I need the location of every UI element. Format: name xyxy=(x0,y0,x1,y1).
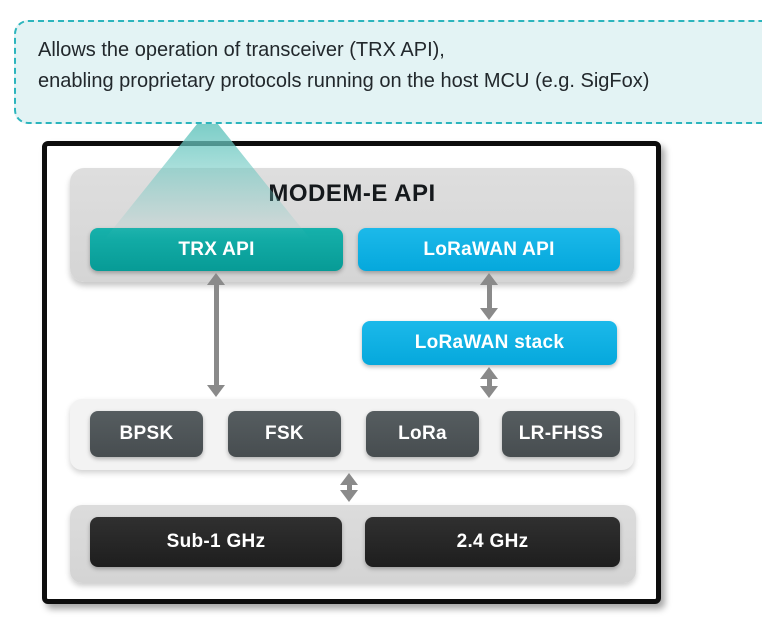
modulation-block-fsk: FSK xyxy=(228,411,341,457)
stack-to-modulation-arrow xyxy=(480,367,498,398)
modulation-group: BPSK FSK LoRa LR-FHSS xyxy=(70,399,634,470)
arrow-shaft xyxy=(486,285,492,308)
trx-to-modulation-arrow xyxy=(207,273,225,397)
arrow-shaft xyxy=(486,379,492,386)
arrow-shaft xyxy=(213,285,219,385)
callout-note: Allows the operation of transceiver (TRX… xyxy=(14,20,762,124)
callout-text-line-1: Allows the operation of transceiver (TRX… xyxy=(38,39,445,61)
callout-text-line-2: enabling proprietary protocols running o… xyxy=(38,70,650,92)
arrow-down-head-icon xyxy=(340,490,358,502)
arrow-up-head-icon xyxy=(480,273,498,285)
lorawan-api-to-stack-arrow xyxy=(480,273,498,320)
arrow-down-head-icon xyxy=(480,386,498,398)
arrow-shaft xyxy=(346,485,352,490)
lorawan-api-block: LoRaWAN API xyxy=(358,228,620,271)
band-block-24ghz: 2.4 GHz xyxy=(365,517,620,567)
modulation-block-bpsk: BPSK xyxy=(90,411,203,457)
lorawan-stack-block: LoRaWAN stack xyxy=(362,321,617,365)
band-group: Sub-1 GHz 2.4 GHz xyxy=(70,505,636,583)
arrow-up-head-icon xyxy=(207,273,225,285)
modulation-to-band-arrow xyxy=(340,473,358,502)
band-block-sub1ghz: Sub-1 GHz xyxy=(90,517,342,567)
modulation-block-lr-fhss: LR-FHSS xyxy=(502,411,620,457)
modem-e-api-title: MODEM-E API xyxy=(268,180,436,207)
arrow-up-head-icon xyxy=(480,367,498,379)
arrow-down-head-icon xyxy=(207,385,225,397)
modulation-block-lora: LoRa xyxy=(366,411,479,457)
arrow-up-head-icon xyxy=(340,473,358,485)
arrow-down-head-icon xyxy=(480,308,498,320)
